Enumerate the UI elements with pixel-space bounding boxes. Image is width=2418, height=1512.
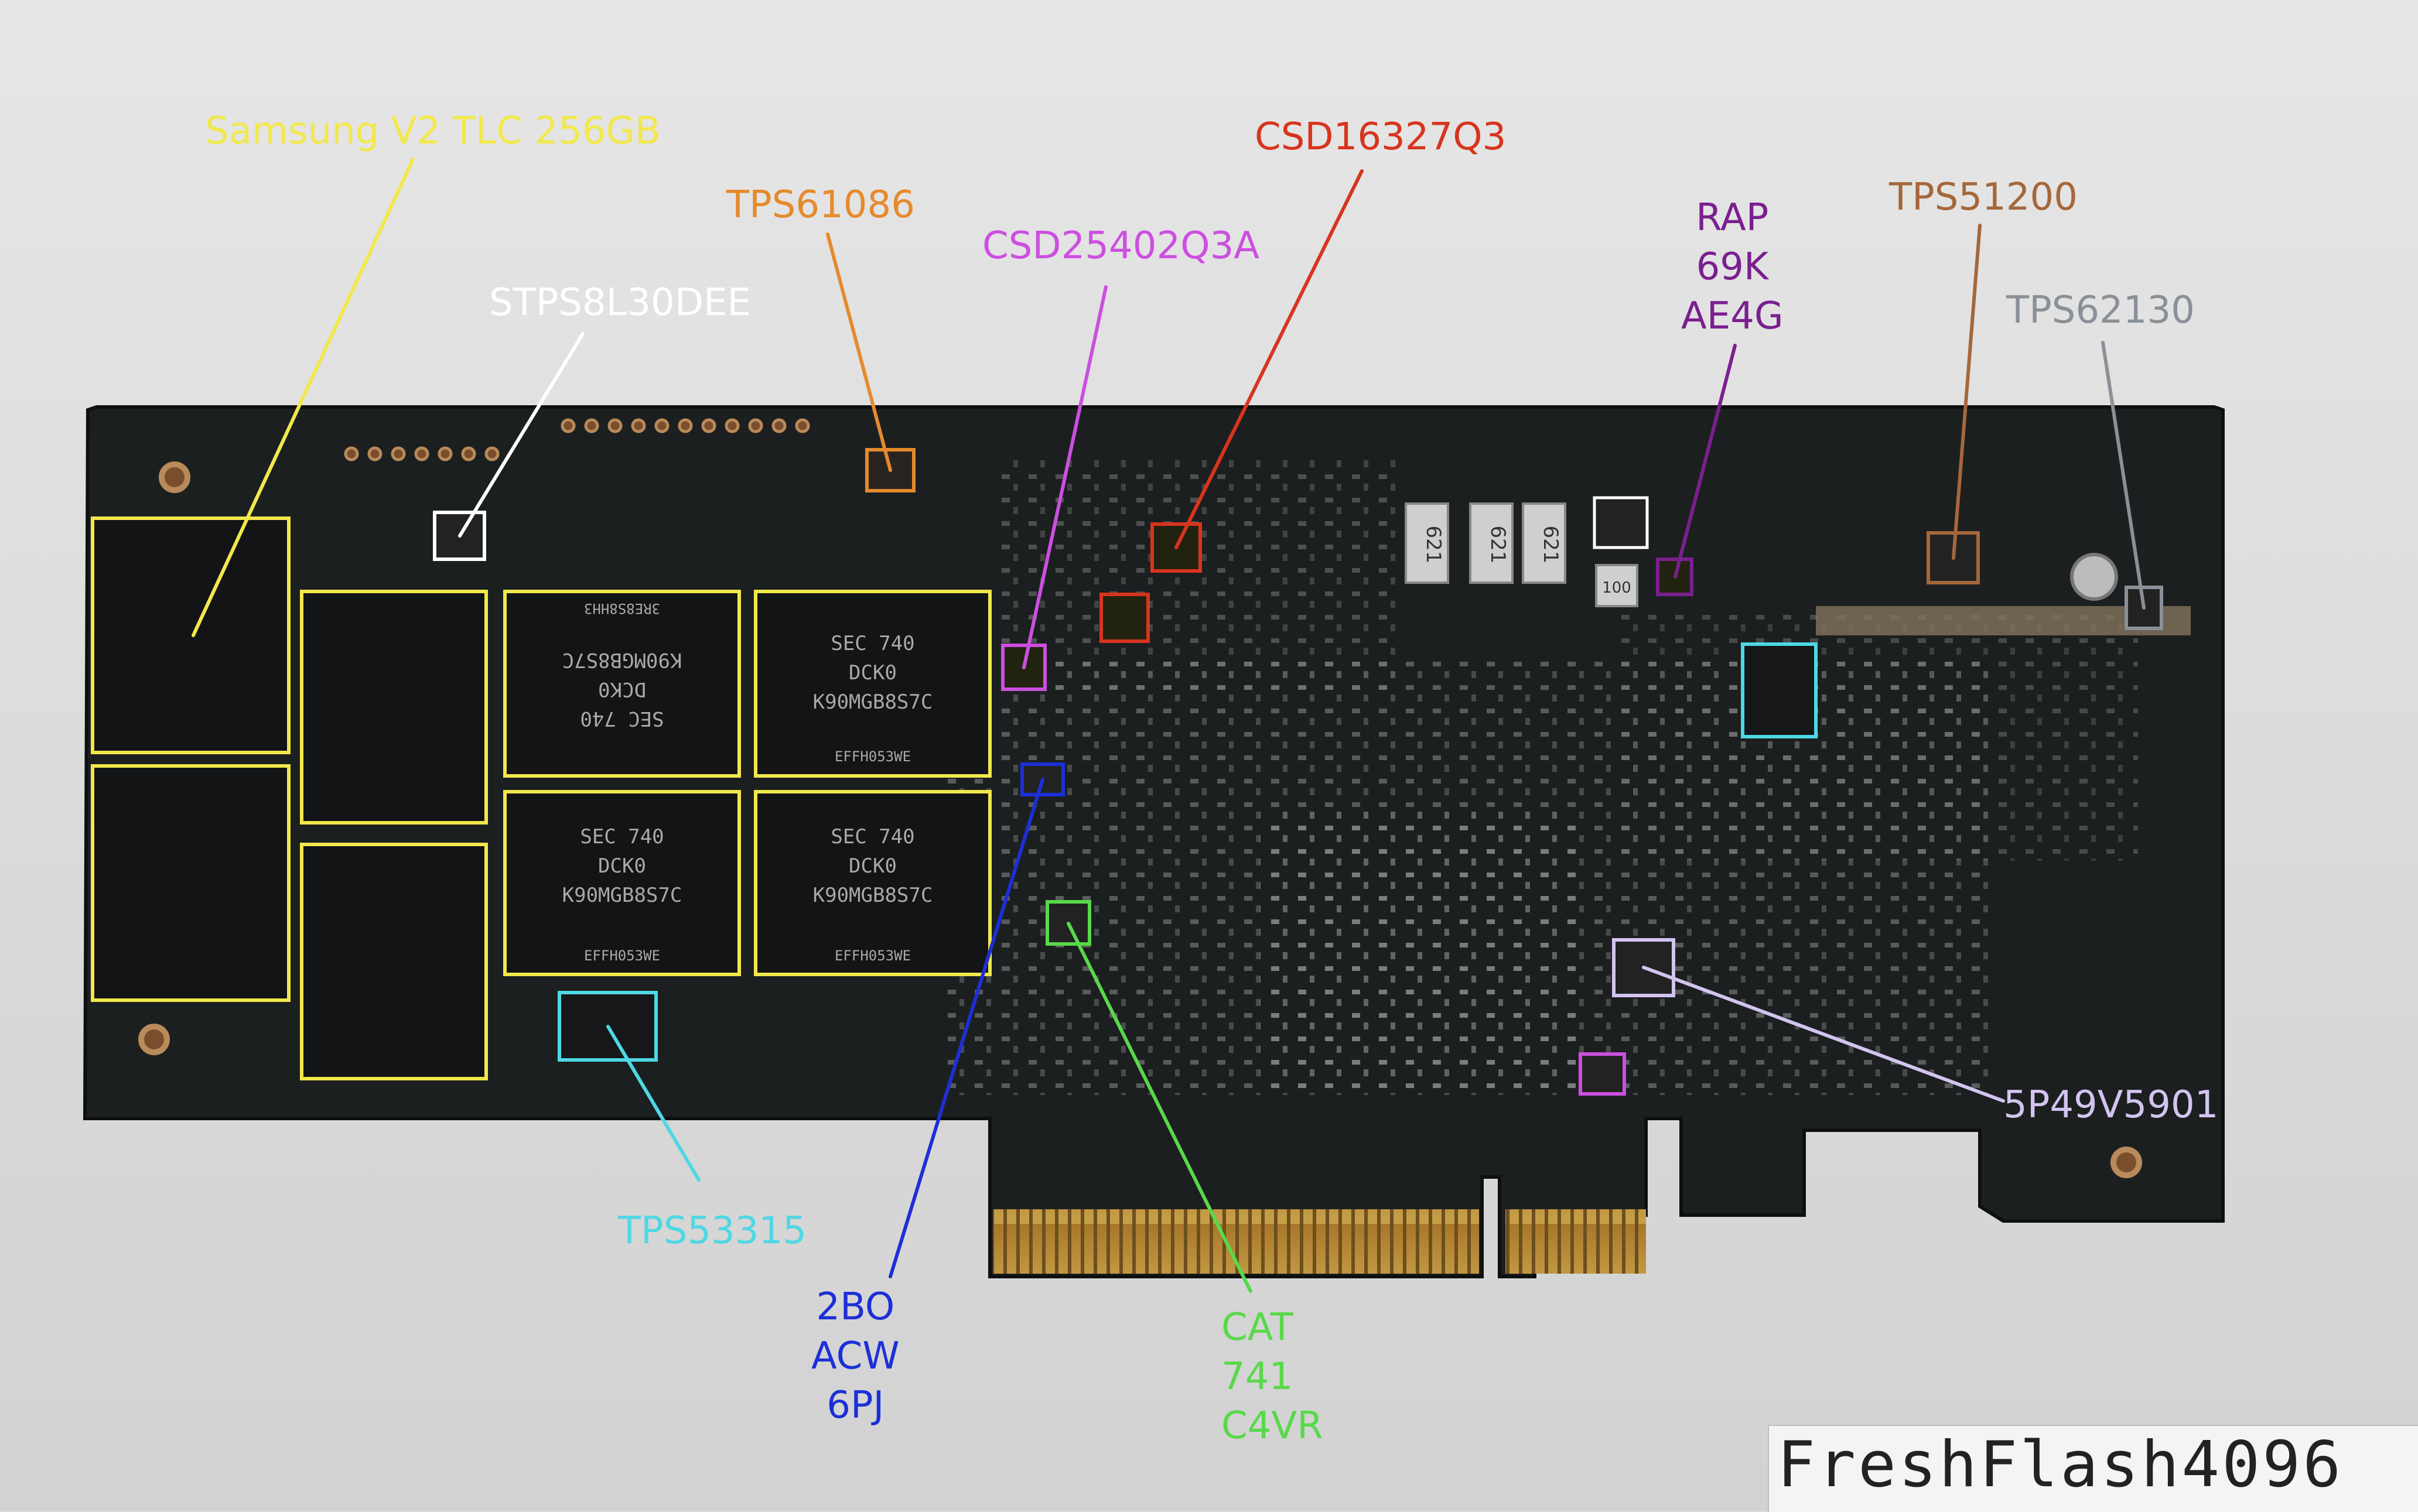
label-5p49v5901: 5P49V5901: [2003, 1083, 2219, 1127]
label-cat-741-c4vr: CAT 741 C4VR: [1221, 1303, 1323, 1451]
chip-marking: EFFH053WE: [835, 947, 911, 964]
label-csd16327q3: CSD16327Q3: [1255, 115, 1507, 159]
chip-marking: EFFH053WE: [835, 748, 911, 765]
mounting-holes: [138, 461, 2142, 1178]
label-tps61086: TPS61086: [726, 183, 915, 227]
boost-box: [865, 448, 916, 492]
chip-marking: SEC 740: [831, 825, 914, 849]
label-bo-line-3: 6PJ: [827, 1384, 884, 1427]
chip-marking: DCK0: [849, 661, 897, 685]
label-rap-69k-ae4g: RAP 69K AE4G: [1681, 193, 1784, 341]
label-tps62130: TPS62130: [2006, 289, 2195, 332]
label-cat-line-3: C4VR: [1221, 1404, 1323, 1448]
inductor-small-marking: 100: [1602, 579, 1631, 597]
chip-marking: SEC 740: [831, 632, 914, 655]
chip-marking: K90MGB8S7C: [813, 690, 933, 714]
nmosfet-box-2: [1099, 593, 1150, 643]
controller-box: [1741, 642, 1818, 738]
cat-box: [1046, 900, 1091, 946]
chip-marking: SEC 740: [580, 707, 664, 730]
chip-marking: K90MGB8S7C: [562, 648, 682, 672]
inductor-marking: 621: [1539, 526, 1562, 564]
chip-marking: EFFH053WE: [584, 947, 660, 964]
label-2bo-acw-6pj: 2BO ACW 6PJ: [811, 1282, 900, 1430]
chip-marking: DCK0: [598, 678, 646, 701]
chip-marking: 3RE8S8HH3: [584, 600, 660, 617]
watermark: FreshFlash4096: [1768, 1425, 2418, 1512]
nand-chips: [91, 517, 991, 1080]
inductor-marking: 621: [1486, 526, 1509, 564]
chip-marking: SEC 740: [580, 825, 664, 849]
label-tps51200: TPS51200: [1889, 176, 2078, 219]
label-samsung-nand: Samsung V2 TLC 256GB: [205, 110, 661, 153]
inductor-marking: 621: [1422, 526, 1445, 564]
white-box-2: [1593, 496, 1649, 549]
label-tps53315: TPS53315: [618, 1209, 807, 1253]
nand-highlight-boxes: [91, 516, 992, 1080]
inductors: 621 621 621 100: [1405, 502, 1638, 607]
label-csd25402q3a: CSD25402Q3A: [982, 224, 1260, 268]
label-stps8l30dee: STPS8L30DEE: [489, 281, 751, 324]
label-cat-line-1: CAT: [1221, 1306, 1293, 1349]
label-cat-line-2: 741: [1221, 1355, 1293, 1398]
chip-marking: K90MGB8S7C: [562, 884, 682, 907]
chip-marking: DCK0: [849, 854, 897, 878]
leader-lines: [192, 158, 2146, 1293]
label-rap-line-1: RAP: [1696, 196, 1769, 240]
label-bo-line-2: ACW: [811, 1335, 900, 1378]
chip-marking: DCK0: [598, 854, 646, 878]
label-bo-line-1: 2BO: [816, 1285, 895, 1329]
label-rap-line-3: AE4G: [1681, 295, 1784, 338]
watermark-text: FreshFlash4096: [1777, 1428, 2344, 1501]
label-rap-line-2: 69K: [1696, 245, 1768, 289]
chip-marking: K90MGB8S7C: [813, 884, 933, 907]
magenta-box: [1579, 1052, 1626, 1096]
pmosfet-box: [1001, 644, 1047, 691]
